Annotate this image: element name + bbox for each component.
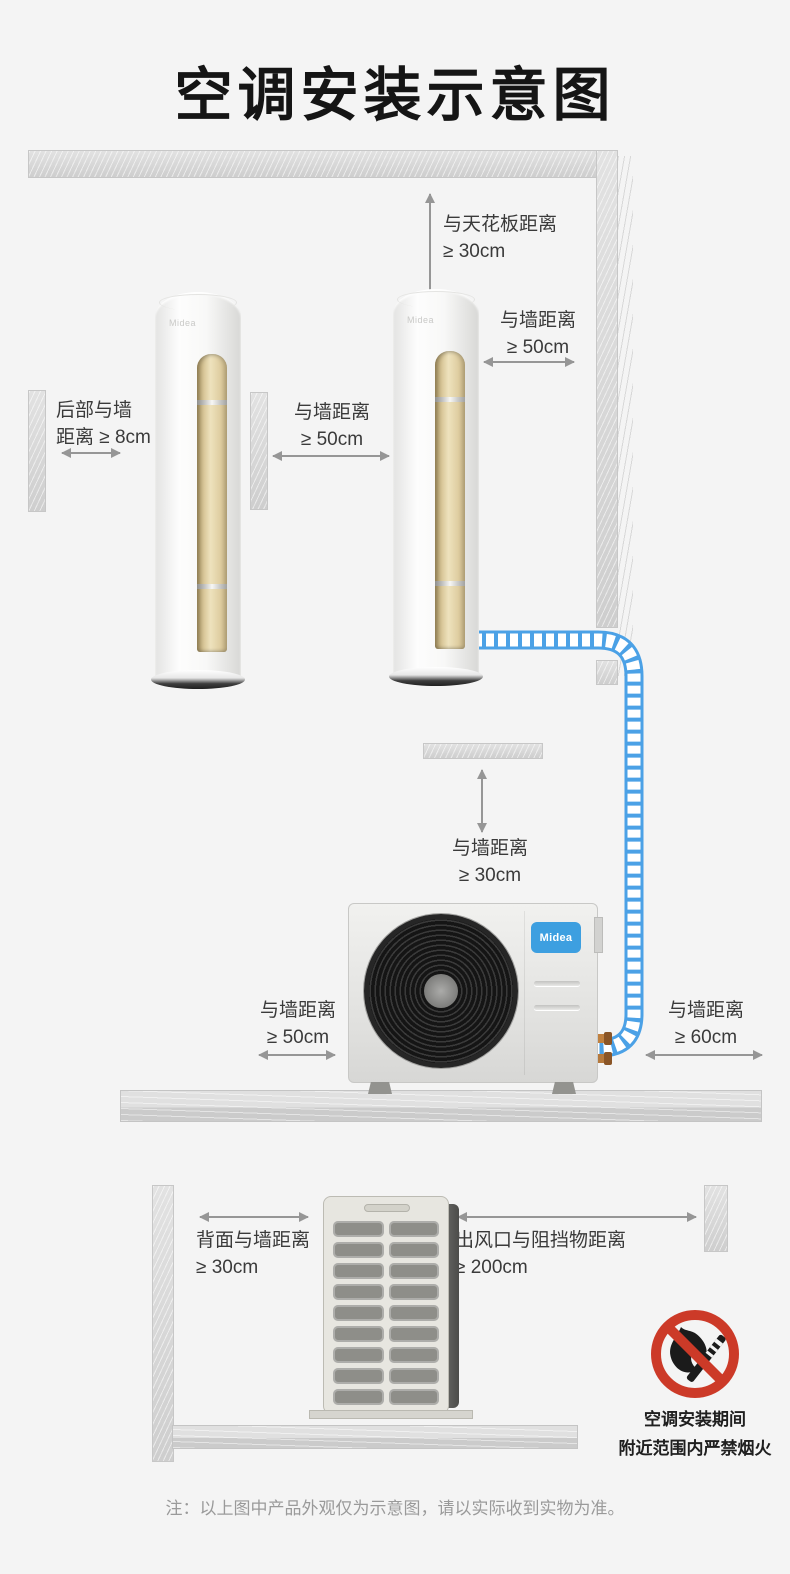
arrow-outdoor-left-distance (258, 1050, 336, 1060)
right-wall-upper (596, 150, 618, 628)
handle-slot (364, 1204, 410, 1212)
indoor-unit-left: Midea (151, 292, 245, 689)
arrow-right-wall-distance (483, 357, 575, 367)
label-ceiling-distance: 与天花板距离 ≥ 30cm (443, 214, 558, 262)
bottom-floor (172, 1425, 578, 1449)
tower-base (389, 667, 483, 686)
tower-gold-panel (435, 351, 465, 649)
main-floor (120, 1090, 762, 1122)
outdoor-unit-front: Midea (348, 903, 603, 1094)
tower-top-cap (159, 294, 237, 311)
unit-foot (552, 1082, 576, 1094)
arrow-outdoor-above-distance (477, 769, 487, 833)
ceiling-wall (28, 150, 618, 178)
page-title: 空调安装示意图 (174, 63, 616, 128)
middle-wall-segment (250, 392, 268, 510)
brand-logo-text: Midea (169, 318, 197, 328)
vent-line (534, 1005, 580, 1010)
unit-foot (368, 1082, 392, 1094)
bottom-right-wall (704, 1185, 728, 1252)
arrow-rear-wall-distance (61, 448, 121, 458)
left-wall-segment (28, 390, 46, 512)
right-wall-hatch (618, 156, 633, 676)
label-outlet-distance: 出风口与阻挡物距离 ≥ 200cm (455, 1230, 627, 1278)
label-bottom-back-distance: 背面与墙距离 ≥ 30cm (196, 1230, 311, 1278)
right-wall-below-pipe (596, 660, 618, 685)
base-plate (309, 1410, 473, 1419)
pipe-valve-cover (594, 917, 603, 953)
tower-gold-panel (197, 354, 227, 652)
outdoor-unit-rear (309, 1196, 473, 1422)
label-outdoor-above-distance: 与墙距离 ≥ 30cm (451, 838, 528, 886)
brand-logo-text: Midea (407, 315, 435, 325)
wall-strip-above-outdoor (423, 743, 543, 759)
unit-rear-body (323, 1196, 449, 1414)
no-open-flame-icon (651, 1310, 739, 1398)
label-outdoor-left-distance: 与墙距离 ≥ 50cm (259, 1000, 336, 1048)
arrow-between-wall-distance (272, 451, 390, 461)
indoor-unit-right: Midea (389, 289, 483, 686)
arrow-outdoor-right-distance (645, 1050, 763, 1060)
label-between-wall-distance: 与墙距离 ≥ 50cm (293, 402, 370, 450)
label-right-wall-distance: 与墙距离 ≥ 50cm (499, 310, 576, 358)
vent-line (534, 981, 580, 986)
warning-text: 空调安装期间 附近范围内严禁烟火 (618, 1410, 772, 1458)
label-rear-wall-distance: 后部与墙 距离 ≥ 8cm (56, 400, 151, 448)
arrow-bottom-back-distance (199, 1212, 309, 1222)
bottom-left-wall (152, 1185, 174, 1462)
tower-top-cap (397, 291, 475, 308)
fan-hub (424, 974, 458, 1008)
fan-grille (364, 914, 518, 1068)
rear-vent-grid (333, 1221, 439, 1405)
tower-base (151, 670, 245, 689)
label-outdoor-right-distance: 与墙距离 ≥ 60cm (667, 1000, 744, 1048)
footer-note: 注：以上图中产品外观仅为示意图，请以实际收到实物为准。 (165, 1499, 625, 1518)
arrow-outlet-distance (457, 1212, 697, 1222)
midea-logo: Midea (531, 922, 581, 953)
